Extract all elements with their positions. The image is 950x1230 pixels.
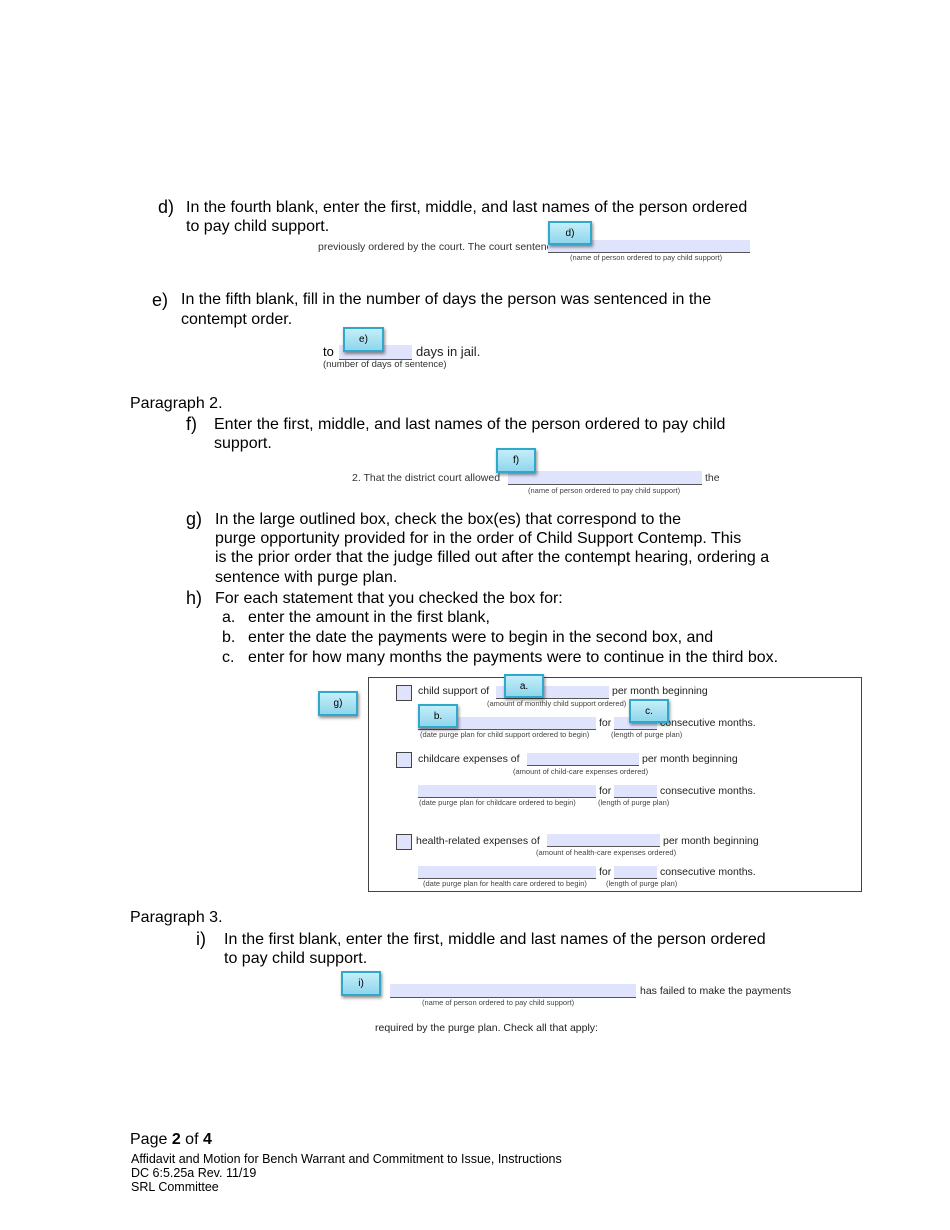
step-e-text-line2: contempt order. [181, 311, 293, 328]
health-expenses-checkbox[interactable] [396, 834, 412, 850]
step-g-text-line4: sentence with purge plan. [215, 569, 398, 586]
step-e-text-line1: In the fifth blank, fill in the number o… [181, 291, 712, 308]
court-allowed-suffix: the [705, 472, 720, 484]
footer-form-code: DC 6:5.25a Rev. 11/19 [131, 1166, 257, 1180]
step-h-item-a-marker: a. [222, 609, 236, 626]
step-g-marker: g) [186, 509, 203, 529]
page-total: 4 [202, 1131, 212, 1148]
childcare-date-field[interactable] [418, 785, 596, 798]
callout-tag-c: c. [629, 699, 669, 723]
step-f-text-line2: support. [214, 435, 272, 452]
childcare-label: childcare expenses of [418, 753, 520, 765]
purge-plan-required-text: required by the purge plan. Check all th… [375, 1022, 598, 1034]
paragraph-2-heading: Paragraph 2. [130, 395, 223, 412]
child-support-for: for [599, 717, 612, 729]
sentenced-name-caption: (name of person ordered to pay child sup… [570, 253, 723, 262]
court-allowed-prefix: 2. That the district court allowed [352, 472, 501, 484]
health-expenses-date-field[interactable] [418, 866, 596, 879]
page-of: of [180, 1131, 203, 1148]
step-i-text-line2: to pay child support. [224, 950, 368, 967]
step-h-item-a-text: enter the amount in the first blank, [248, 609, 490, 626]
step-i-marker: i) [196, 929, 206, 949]
page-number: Page 2 of 4 [130, 1131, 212, 1149]
childcare-date-caption: (date purge plan for childcare ordered t… [419, 798, 576, 807]
childcare-amount-field[interactable] [527, 753, 639, 766]
callout-tag-a: a. [504, 674, 544, 698]
step-h-marker: h) [186, 588, 203, 608]
health-expenses-per-month: per month beginning [663, 835, 759, 847]
health-expenses-months: consecutive months. [660, 866, 756, 878]
childcare-amount-caption: (amount of child-care expenses ordered) [513, 767, 649, 776]
days-form-suffix: days in jail. [416, 344, 481, 359]
child-support-date-field[interactable] [418, 717, 596, 730]
step-d-marker: d) [158, 197, 175, 217]
callout-tag-b: b. [418, 704, 458, 728]
step-h-item-c-marker: c. [222, 649, 235, 666]
failed-payments-text: has failed to make the payments [640, 985, 792, 997]
step-g-text-line1: In the large outlined box, check the box… [215, 511, 682, 528]
step-h-item-b-marker: b. [222, 629, 236, 646]
callout-tag-i: i) [341, 971, 381, 996]
childcare-length-caption: (length of purge plan) [598, 798, 670, 807]
callout-tag-d: d) [548, 221, 592, 245]
callout-tag-g: g) [318, 691, 358, 716]
step-d-text-line1: In the fourth blank, enter the first, mi… [186, 199, 748, 216]
child-support-per-month: per month beginning [612, 685, 708, 697]
child-support-months: consecutive months. [660, 717, 756, 729]
sentenced-form-text: previously ordered by the court. The cou… [318, 241, 564, 253]
health-expenses-label: health-related expenses of [416, 835, 540, 847]
page-current: 2 [171, 1131, 181, 1148]
step-d-text-line2: to pay child support. [186, 218, 330, 235]
callout-tag-f: f) [496, 448, 536, 473]
court-allowed-caption: (name of person ordered to pay child sup… [528, 486, 681, 495]
sentenced-name-field[interactable] [548, 240, 750, 253]
failed-payments-caption: (name of person ordered to pay child sup… [422, 998, 575, 1007]
step-e-marker: e) [152, 290, 169, 310]
purge-plan-box [368, 677, 862, 892]
footer-committee: SRL Committee [131, 1180, 219, 1194]
childcare-for: for [599, 785, 612, 797]
health-expenses-amount-caption: (amount of health-care expenses ordered) [536, 848, 677, 857]
childcare-length-field[interactable] [614, 785, 657, 798]
step-g-text-line3: is the prior order that the judge filled… [215, 549, 770, 566]
days-sentence-caption: (number of days of sentence) [323, 359, 447, 370]
childcare-checkbox[interactable] [396, 752, 412, 768]
health-expenses-length-caption: (length of purge plan) [606, 879, 678, 888]
page-prefix: Page [130, 1131, 172, 1148]
childcare-per-month: per month beginning [642, 753, 738, 765]
health-expenses-amount-field[interactable] [547, 834, 660, 847]
days-form-prefix: to [323, 344, 334, 359]
step-g-text-line2: purge opportunity provided for in the or… [215, 530, 742, 547]
child-support-length-caption: (length of purge plan) [611, 730, 683, 739]
court-allowed-name-field[interactable] [508, 471, 702, 485]
child-support-date-caption: (date purge plan for child support order… [420, 730, 590, 739]
paragraph-3-heading: Paragraph 3. [130, 909, 223, 926]
childcare-months: consecutive months. [660, 785, 756, 797]
footer-document-title: Affidavit and Motion for Bench Warrant a… [131, 1152, 562, 1166]
child-support-checkbox[interactable] [396, 685, 412, 701]
failed-payments-name-field[interactable] [390, 984, 636, 998]
step-h-item-c-text: enter for how many months the payments w… [248, 649, 779, 666]
step-h-item-b-text: enter the date the payments were to begi… [248, 629, 714, 646]
step-f-text-line1: Enter the first, middle, and last names … [214, 416, 726, 433]
step-i-text-line1: In the first blank, enter the first, mid… [224, 931, 766, 948]
health-expenses-for: for [599, 866, 612, 878]
child-support-label: child support of [418, 685, 490, 697]
health-expenses-length-field[interactable] [614, 866, 657, 879]
health-expenses-date-caption: (date purge plan for health care ordered… [423, 879, 587, 888]
callout-tag-e: e) [343, 327, 384, 352]
child-support-amount-caption: (amount of monthly child support ordered… [487, 699, 627, 708]
step-f-marker: f) [186, 414, 197, 434]
step-h-text: For each statement that you checked the … [215, 590, 563, 607]
